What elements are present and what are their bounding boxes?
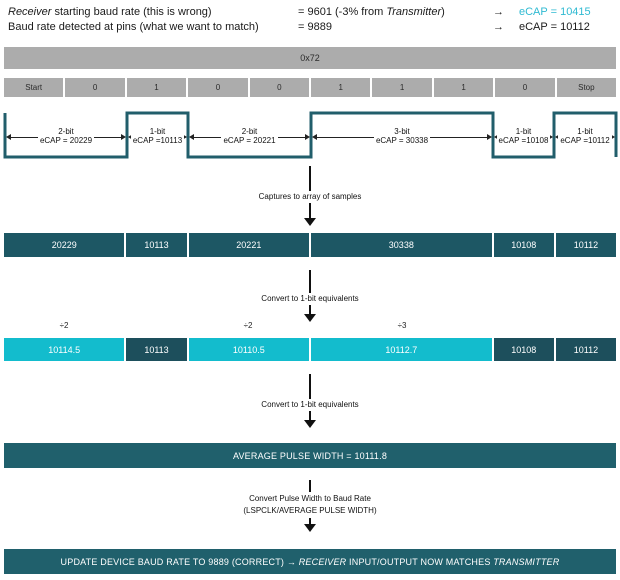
samples-row: 20229 10113 20221 30338 10108 10112 [4,233,617,257]
byte-value-bar: 0x72 [4,47,616,69]
divisor-label: ÷2 [59,321,69,330]
receiver-word: Receiver [8,6,52,18]
converted-cell-highlight: 10110.5 [188,338,310,361]
arrowhead-left-icon [128,134,133,140]
receiver-label-rest: starting baud rate (this is wrong) [51,6,212,18]
capture-arrow: Captures to array of samples [0,166,620,226]
arrowhead-left-icon [6,134,11,140]
receiver-baud-label: Receiver starting baud rate (this is wro… [8,5,298,20]
average-arrow-label: Convert to 1-bit equivalents [0,394,620,412]
receiver-value-pre: = 9601 (-3% from [298,6,387,18]
bit-cell: 1 [433,78,494,97]
receiver-ecap-value: eCAP = 10415 [519,6,591,18]
convert-arrow-label: Convert to 1-bit equivalents [0,288,620,306]
arrowhead-right-icon [121,134,126,140]
arrowhead-right-icon [182,134,187,140]
sample-cell: 30338 [311,233,492,257]
baud-rate-arrow: Convert Pulse Width to Baud Rate(LSPCLK/… [0,480,620,532]
bit-cell: 0 [249,78,310,97]
arrowhead-right-icon [610,134,615,140]
final-bar-text: UPDATE DEVICE BAUD RATE TO 9889 (CORRECT… [60,556,560,567]
arrowhead-right-icon [548,134,553,140]
header-equations: Receiver starting baud rate (this is wro… [8,5,616,35]
detected-ecap-value: eCAP = 10112 [519,21,590,33]
sample-cell: 20221 [188,233,310,257]
bit-cell: 0 [188,78,248,97]
converted-cell: 10112 [555,338,617,361]
converted-cell: 10108 [493,338,554,361]
down-arrowhead-icon [304,218,316,226]
converted-cell-highlight: 10114.5 [4,338,125,361]
arrowhead-left-icon [494,134,499,140]
divisor-label: ÷2 [243,321,253,330]
right-arrow-icon: → [493,21,504,33]
arrow-line [309,374,311,423]
bit-cell: 1 [126,78,187,97]
detected-baud-line: Baud rate detected at pins (what we want… [8,20,616,35]
converted-cell: 10113 [126,338,187,361]
arrowhead-right-icon [305,134,310,140]
divisor-label: ÷3 [397,321,407,330]
receiver-baud-value: = 9601 (-3% from Transmitter) [298,5,493,20]
bit-cell: 1 [372,78,432,97]
transmitter-word: Transmitter [386,6,442,18]
arrowhead-left-icon [312,134,317,140]
down-arrowhead-icon [304,314,316,322]
sample-cell: 20229 [4,233,125,257]
bit-row: Start 0 1 0 0 1 1 1 0 Stop [4,78,617,97]
bit-cell-stop: Stop [556,78,617,97]
down-arrowhead-icon [304,524,316,532]
average-arrow: Convert to 1-bit equivalents [0,374,620,428]
converted-cell-highlight: 10112.7 [311,338,492,361]
sample-cell: 10108 [493,233,554,257]
down-arrowhead-icon [304,420,316,428]
sample-cell: 10113 [126,233,187,257]
detected-baud-label: Baud rate detected at pins (what we want… [8,21,259,33]
bit-cell: 0 [65,78,125,97]
baud-rate-arrow-label: Convert Pulse Width to Baud Rate(LSPCLK/… [0,492,620,518]
bit-cell: 1 [311,78,371,97]
capture-arrow-label: Captures to array of samples [0,186,620,204]
right-arrow-icon: → [493,6,504,18]
receiver-baud-line: Receiver starting baud rate (this is wro… [8,5,616,20]
sample-cell: 10112 [555,233,617,257]
average-pulse-width-bar: AVERAGE PULSE WIDTH = 10111.8 [4,443,616,468]
waveform-signal-trace [3,111,618,159]
converted-row: 10114.5 10113 10110.5 10112.7 10108 1011… [4,338,617,361]
arrowhead-left-icon [555,134,560,140]
convert-arrow: Convert to 1-bit equivalents [0,270,620,322]
detected-baud-value: = 9889 [298,21,332,33]
bit-cell-start: Start [4,78,64,97]
receiver-value-post: ) [441,6,445,18]
arrowhead-left-icon [189,134,194,140]
arrowhead-right-icon [487,134,492,140]
bit-cell: 0 [495,78,555,97]
update-baud-rate-bar: UPDATE DEVICE BAUD RATE TO 9889 (CORRECT… [4,549,616,574]
